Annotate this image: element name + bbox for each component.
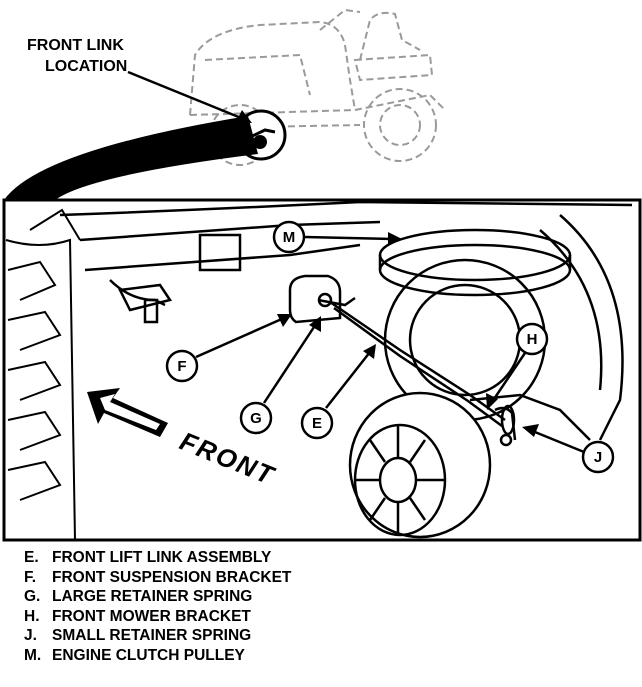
inset-leader-arrow (127, 70, 252, 123)
legend-text: FRONT LIFT LINK ASSEMBLY (52, 549, 272, 566)
callout-j-letter: J (594, 449, 602, 466)
callout-e: E (300, 344, 376, 440)
callout-h-letter: H (527, 331, 538, 348)
front-tire (5, 208, 81, 541)
legend-text: LARGE RETAINER SPRING (52, 588, 253, 606)
callout-g: G (239, 316, 321, 435)
legend-key: H. (24, 607, 40, 625)
legend-key: M. (24, 646, 42, 664)
detail-frame (2, 198, 642, 542)
callout-j: J (522, 424, 615, 474)
legend-text: FRONT SUSPENSION BRACKET (52, 568, 292, 586)
legend-key: G. (24, 588, 41, 606)
legend-text: ENGINE CLUTCH PULLEY (52, 646, 245, 664)
legend-key: F. (24, 568, 37, 586)
legend-item: M. ENGINE CLUTCH PULLEY (24, 646, 624, 666)
zoom-swoosh (4, 116, 258, 200)
legend-item: F. FRONT SUSPENSION BRACKET (24, 568, 624, 588)
legend-item: G. LARGE RETAINER SPRING (24, 587, 624, 607)
legend-item: J. SMALL RETAINER SPRING (24, 626, 624, 646)
callout-e-letter: E (312, 415, 322, 432)
legend-key: J. (24, 627, 37, 645)
legend-text: FRONT MOWER BRACKET (52, 607, 251, 625)
callout-m-letter: M (283, 229, 296, 246)
legend-key: E. (24, 549, 39, 566)
inset-title-line1: FRONT LINK (27, 37, 124, 54)
callout-h: H (486, 322, 549, 410)
legend-item: H. FRONT MOWER BRACKET (24, 607, 624, 627)
gauge-wheel (348, 391, 492, 539)
callout-m: M (272, 220, 402, 254)
callout-f: F (165, 314, 292, 383)
parts-legend: E. FRONT LIFT LINK ASSEMBLY F. FRONT SUSPE… (24, 548, 624, 666)
legend-text: SMALL RETAINER SPRING (52, 627, 252, 645)
callout-g-letter: G (250, 410, 262, 427)
front-direction-arrow (87, 388, 168, 437)
suspension-bracket (288, 274, 356, 324)
legend-item: E. FRONT LIFT LINK ASSEMBLY (24, 548, 624, 568)
callout-f-letter: F (177, 358, 186, 375)
inset-title-line2: LOCATION (45, 58, 127, 75)
